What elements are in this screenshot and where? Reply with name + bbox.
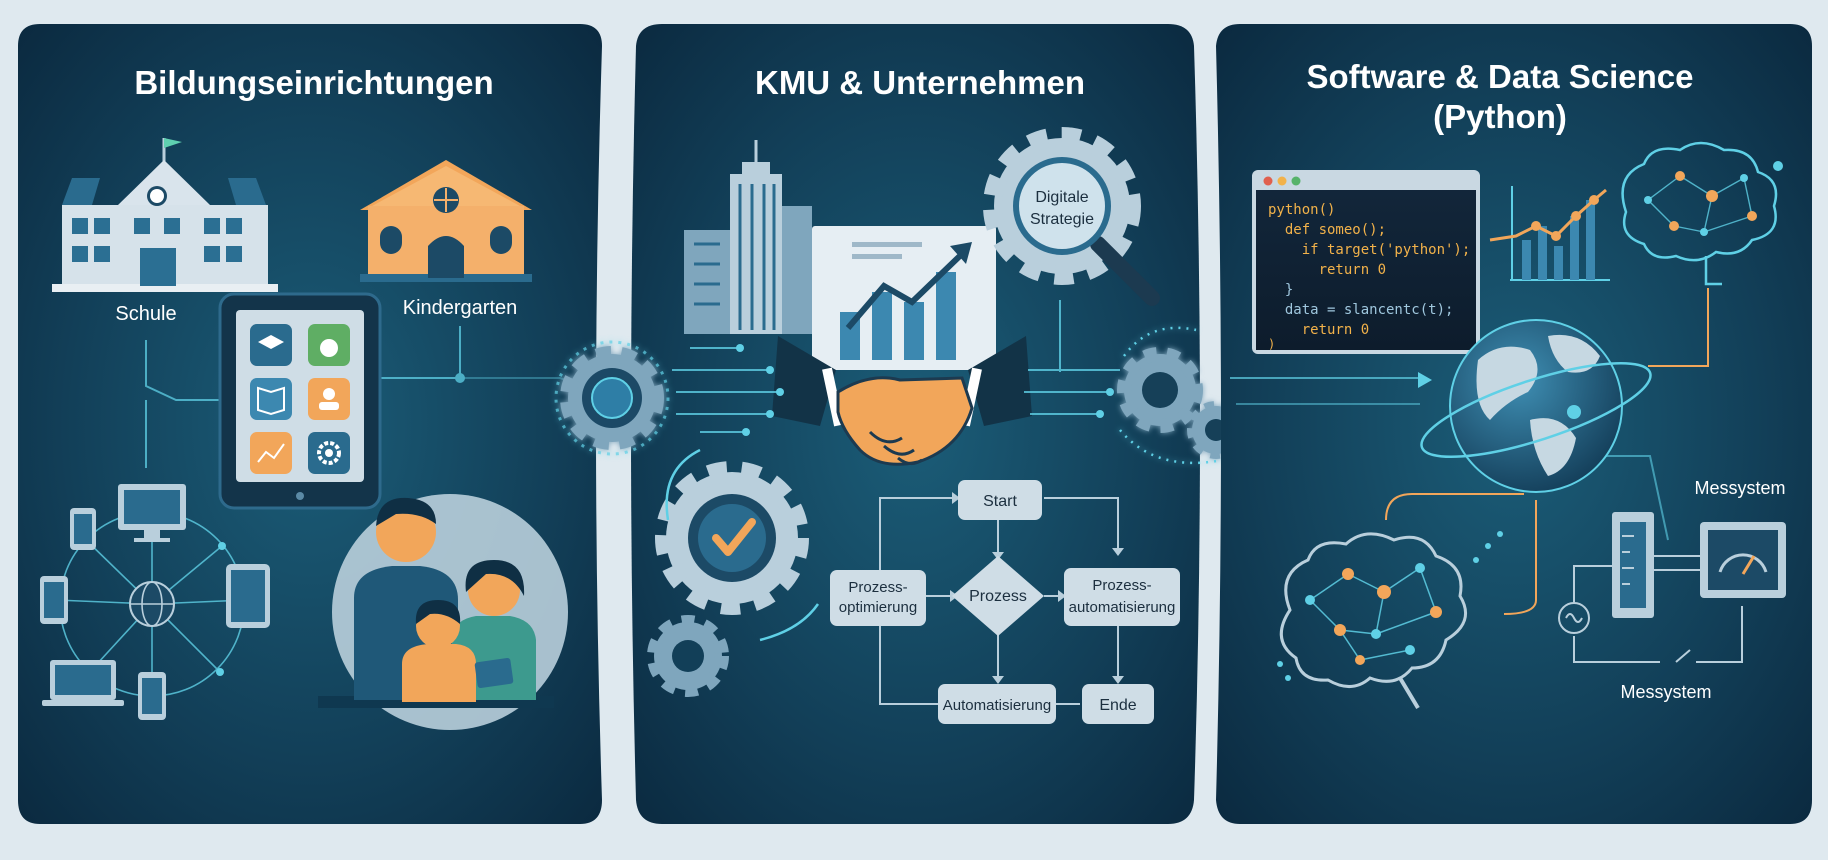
phone-icon-top-left	[70, 508, 96, 550]
trend-chart-icon	[1489, 186, 1610, 281]
code-line-7: return 0	[1268, 322, 1369, 338]
mess-label-top: Messystem	[1694, 478, 1785, 498]
flow-optimization-label-line1: Prozess-	[848, 579, 907, 596]
circuit-nodes-left	[736, 344, 784, 436]
meter-gauge-icon	[1612, 512, 1786, 618]
flow-automation-process-label-line1: Prozess-	[1092, 577, 1151, 594]
code-line-5: }	[1268, 282, 1293, 298]
brain-network-icon-bottom	[1279, 532, 1468, 710]
code-line-8: )	[1268, 337, 1275, 351]
flow-optimization-label-line2: optimierung	[839, 599, 917, 616]
panel-business-title: KMU & Unternehmen	[755, 64, 1085, 101]
brain-network-icon-top	[1621, 141, 1778, 286]
code-line-1: python()	[1268, 202, 1335, 218]
flow-automation-label: Automatisierung	[943, 697, 1051, 714]
check-gear-icon	[655, 461, 809, 615]
globe-network-icon	[129, 581, 175, 627]
flow-automation-process-label-line2: automatisierung	[1069, 599, 1176, 616]
laptop-icon	[42, 660, 124, 706]
panel-software-title-line1: Software & Data Science	[1307, 58, 1694, 95]
panel-education-connectors	[145, 326, 601, 468]
panel-software: Software & Data Science (Python) python(…	[1216, 24, 1812, 824]
circuit-lines-right	[1024, 300, 1120, 415]
window-minimize-dot	[1277, 176, 1287, 186]
code-line-3: if target('python');	[1268, 242, 1470, 258]
tablet-icon	[218, 292, 382, 510]
brain-node-ext	[1773, 161, 1783, 171]
device-network	[40, 484, 270, 720]
left-connector-gear-icon	[554, 340, 670, 456]
circuit-lines-left	[672, 347, 780, 433]
flow-process-node	[952, 556, 1044, 636]
kindergarten-icon	[360, 160, 532, 282]
school-icon	[52, 138, 278, 292]
school-label: Schule	[115, 303, 176, 325]
chart-app-icon	[250, 432, 292, 474]
code-window: python() def someo(); if target('python'…	[1252, 170, 1480, 354]
small-gear-icon	[647, 615, 729, 697]
family-illustration	[318, 494, 568, 730]
tablet-small-icon-right	[226, 564, 270, 628]
skyscraper-icon	[684, 140, 812, 334]
flow-optimization-node	[830, 570, 926, 626]
cycle-arrow	[665, 448, 701, 521]
flow-end-label: Ende	[1099, 697, 1136, 714]
code-line-4: return 0	[1268, 262, 1386, 278]
monitor-icon	[118, 484, 186, 542]
window-close-dot	[1263, 176, 1273, 186]
growth-chart-icon	[812, 226, 996, 370]
panel-software-title-line2: (Python)	[1433, 98, 1567, 135]
cycle-arrow-2	[759, 603, 820, 642]
circuit-schematic	[1558, 555, 1743, 663]
panel-education-title: Bildungseinrichtungen	[134, 64, 493, 101]
process-flowchart: Start Prozess Prozess- optimierung Proze…	[830, 480, 1180, 724]
panel-business: KMU & Unternehmen	[631, 24, 1200, 824]
data-dots	[1277, 531, 1503, 681]
phone-icon-left	[40, 576, 68, 624]
phone-icon-bottom	[138, 672, 166, 720]
circuit-nodes-right	[1096, 388, 1114, 418]
flow-start-label: Start	[983, 493, 1017, 510]
handshake-icon	[772, 336, 1032, 466]
flow-start-node	[958, 480, 1042, 520]
window-maximize-dot	[1291, 176, 1301, 186]
mess-label-bottom: Messystem	[1620, 682, 1711, 702]
flow-end-node	[1082, 684, 1154, 724]
flow-process-label: Prozess	[969, 588, 1027, 605]
code-line-6: data = slancentc(t);	[1268, 302, 1453, 318]
panel-education: Bildungseinrichtungen Schule	[18, 24, 602, 824]
flow-automation-process-node	[1064, 568, 1180, 626]
ac-source-icon	[1558, 602, 1590, 634]
kindergarten-label: Kindergarten	[403, 297, 518, 319]
digital-strategy-gear-icon: Digitale Strategie	[983, 127, 1160, 306]
globe-icon	[1420, 319, 1652, 493]
flow-automation-node	[938, 684, 1056, 724]
code-line-2: def someo();	[1268, 222, 1386, 238]
strategy-label-line2: Strategie	[1030, 211, 1094, 228]
strategy-label-line1: Digitale	[1035, 189, 1088, 206]
arrow-into-globe	[1418, 372, 1432, 388]
